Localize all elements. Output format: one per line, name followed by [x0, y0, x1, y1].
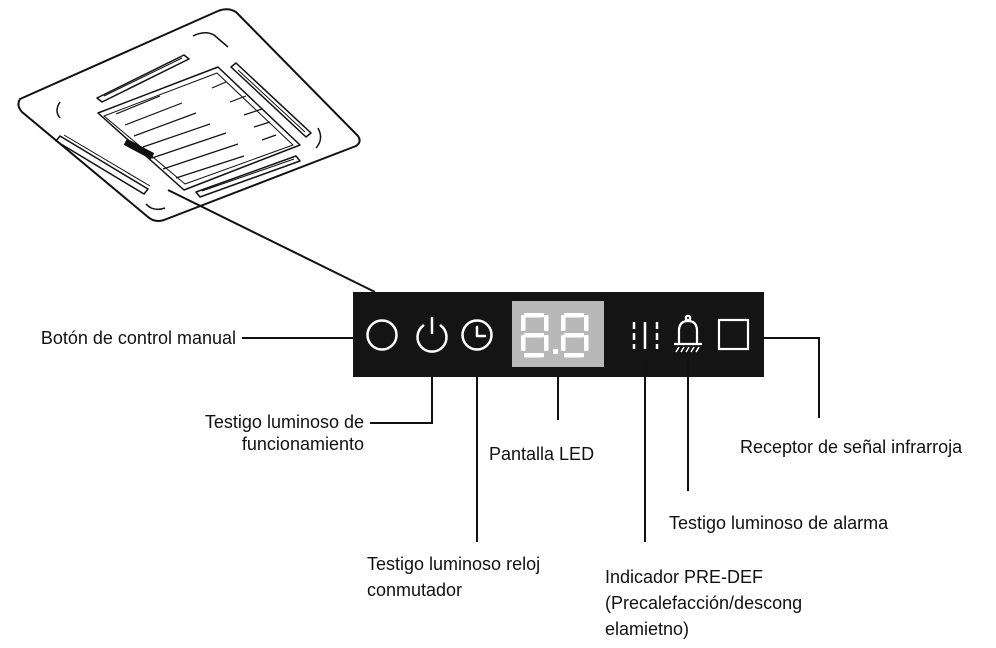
label-manual-button: Botón de control manual [40, 328, 236, 348]
clock-icon [461, 319, 493, 351]
label-alarm-light: Testigo luminoso de alarma [669, 513, 889, 533]
alarm-bell-icon [674, 314, 702, 353]
label-pre-def-line1: Indicador PRE-DEF [605, 567, 764, 587]
cassette-unit-illustration [17, 8, 361, 222]
control-panel [353, 292, 764, 377]
label-led-screen: Pantalla LED [489, 444, 595, 464]
label-timer-light-line1: Testigo luminoso reloj [367, 554, 541, 574]
label-pre-def-line3: elamietno) [605, 619, 690, 639]
label-operation-light-line2: funcionamiento [241, 434, 364, 454]
infrared-square-icon [717, 318, 750, 351]
defrost-icon [632, 322, 659, 349]
power-icon [416, 316, 448, 353]
label-timer-light-line2: conmutador [367, 580, 463, 600]
label-infrared-receiver: Receptor de señal infrarroja [740, 437, 963, 457]
manual-button-circle-icon[interactable] [366, 319, 398, 351]
leader-lines [242, 337, 820, 542]
panel-callout-line [167, 189, 376, 293]
label-operation-light-line1: Testigo luminoso de [204, 412, 364, 432]
led-digits-icon [521, 313, 589, 358]
label-pre-def-line2: (Precalefacción/descong [605, 593, 803, 613]
